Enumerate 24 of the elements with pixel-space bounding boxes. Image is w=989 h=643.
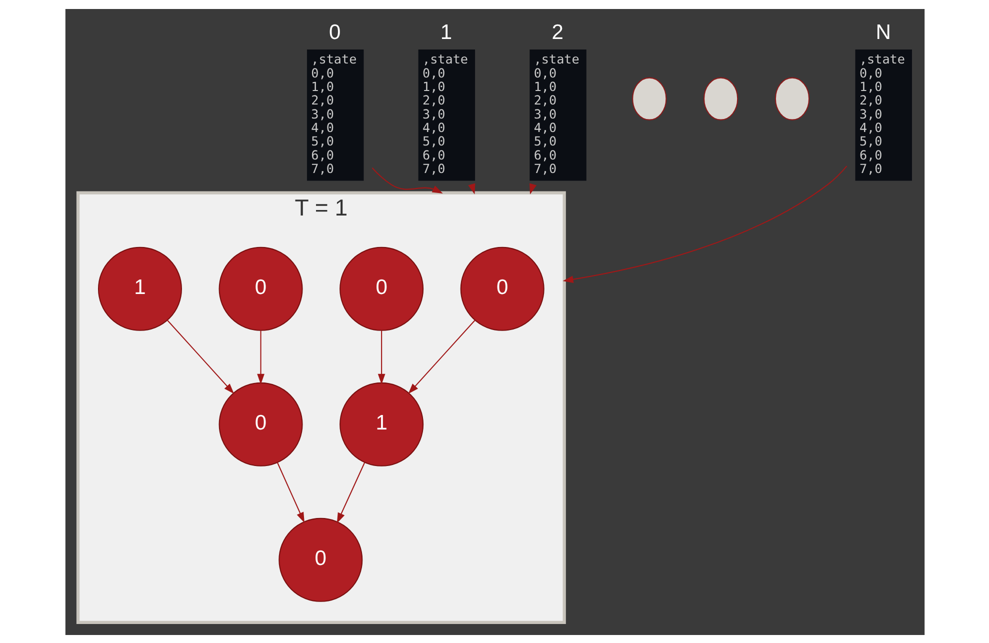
node-circle: 0 [339,246,424,330]
node-box: ,state 0,0 1,0 2,0 3,0 4,0 5,0 6,0 7,0 [306,48,364,180]
node-label: 1 [440,20,452,44]
node-box: ,state 0,0 1,0 2,0 3,0 4,0 5,0 6,0 7,0 [418,48,475,180]
node-label: N [875,20,890,44]
node-circle [774,76,810,120]
node-circle: 0 [218,246,302,330]
node-box: ,state 0,0 1,0 2,0 3,0 4,0 5,0 6,0 7,0 [529,48,586,180]
node-circle: 0 [460,246,544,330]
arrow [276,462,304,522]
node-label: 2 [551,20,563,44]
arrow [562,165,847,282]
node-box: ,state 0,0 1,0 2,0 3,0 4,0 5,0 6,0 7,0 [854,48,912,180]
arrow [408,319,475,394]
node-circle: 1 [97,246,182,330]
arrow [166,319,234,394]
arrow [377,330,385,384]
node-circle [703,76,738,120]
arrow [256,330,264,384]
node-circle [632,76,666,120]
arrow [371,167,442,193]
arrow [336,462,365,523]
node-circle: 0 [278,517,362,602]
node-label: 0 [328,20,340,44]
